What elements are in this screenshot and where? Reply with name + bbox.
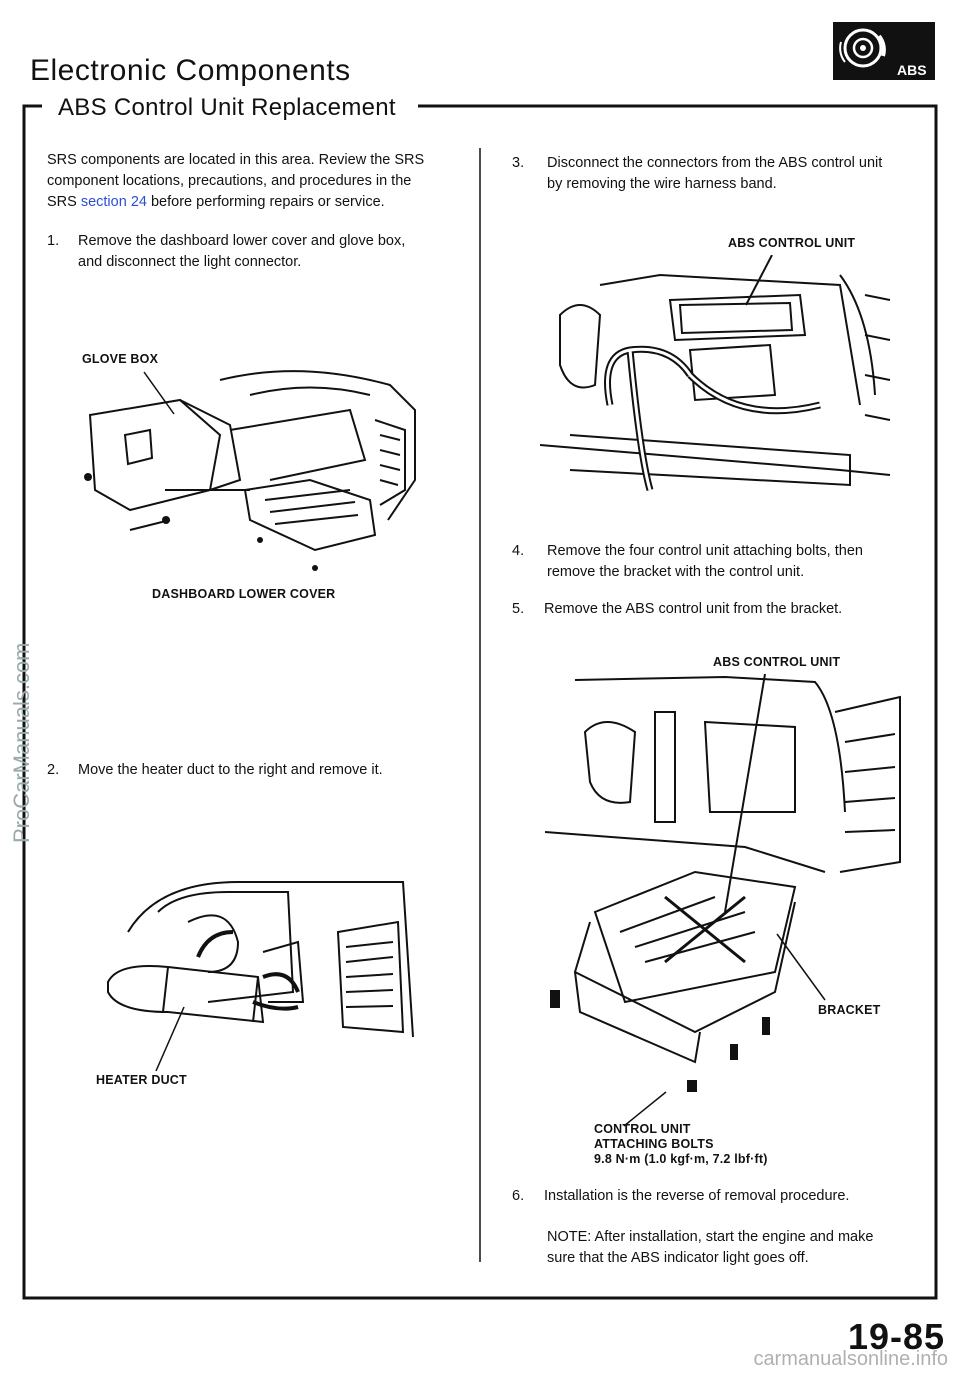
step-5-number: 5. [512,601,525,617]
label-glove-box: GLOVE BOX [82,352,159,366]
watermark: ProCarManuals.com [9,642,34,843]
label-heater-duct: HEATER DUCT [96,1073,187,1087]
note-line-1: NOTE: After installation, start the engi… [547,1229,874,1245]
step-1-number: 1. [47,233,60,249]
glove-box-leader [143,371,175,415]
abs-logo: ABS [833,22,935,80]
srs-warning: SRS components are located in this area.… [47,150,452,213]
label-abs-control-unit-2: ABS CONTROL UNIT [713,655,841,669]
label-control-unit: CONTROL UNIT [594,1122,691,1136]
step-1: 1. Remove the dashboard lower cover and … [47,231,452,273]
srs-line-3-post: before performing repairs or service. [146,194,385,210]
step-5: 5. Remove the ABS control unit from the … [512,599,918,620]
footer-source: carmanualsonline.info [753,1348,948,1370]
section-subtitle: ABS Control Unit Replacement [58,94,396,121]
srs-line-2: component locations, precautions, and pr… [47,173,412,189]
label-attaching-bolts: ATTACHING BOLTS [594,1137,714,1151]
abs-logo-text: ABS [897,62,927,78]
step-4-line-2: remove the bracket with the control unit… [547,564,805,580]
label-bracket: BRACKET [818,1003,881,1017]
step-5-text: Remove the ABS control unit from the bra… [544,601,843,617]
abs-connector-figure [539,254,900,495]
bolts-leader [623,1091,667,1127]
step-4-number: 4. [512,543,525,559]
page-title: Electronic Components [30,54,351,87]
srs-line-3-pre: SRS [47,194,81,210]
step-6-number: 6. [512,1188,525,1204]
step-1-line-1: Remove the dashboard lower cover and glo… [78,233,406,249]
glove-box-figure [70,340,430,590]
heater-duct-leader [155,1006,185,1072]
note-line-2: sure that the ABS indicator light goes o… [547,1250,809,1266]
section-24-link[interactable]: section 24 [80,194,147,210]
step-2-text: Move the heater duct to the right and re… [78,762,383,778]
step-2-number: 2. [47,762,60,778]
srs-line-1: SRS components are located in this area.… [47,152,425,168]
step-4-line-1: Remove the four control unit attaching b… [547,543,863,559]
step-6: 6. Installation is the reverse of remova… [512,1186,918,1207]
step-3-line-1: Disconnect the connectors from the ABS c… [547,155,883,171]
label-abs-control-unit-1: ABS CONTROL UNIT [728,236,856,250]
step-1-line-2: and disconnect the light connector. [78,254,302,270]
bracket-figure [544,672,905,1092]
page-number: 19-85 [848,1316,946,1357]
step-6-text: Installation is the reverse of removal p… [544,1188,850,1204]
step-4: 4. Remove the four control unit attachin… [512,541,918,583]
step-2: 2. Move the heater duct to the right and… [47,760,452,781]
heater-duct-figure [88,862,428,1052]
label-dashboard-lower-cover: DASHBOARD LOWER COVER [152,587,336,601]
step-3-number: 3. [512,155,525,171]
note: NOTE: After installation, start the engi… [547,1227,919,1269]
label-torque-spec: 9.8 N·m (1.0 kgf·m, 7.2 lbf·ft) [594,1152,768,1166]
step-3-line-2: by removing the wire harness band. [547,176,777,192]
step-3: 3. Disconnect the connectors from the AB… [512,153,918,195]
